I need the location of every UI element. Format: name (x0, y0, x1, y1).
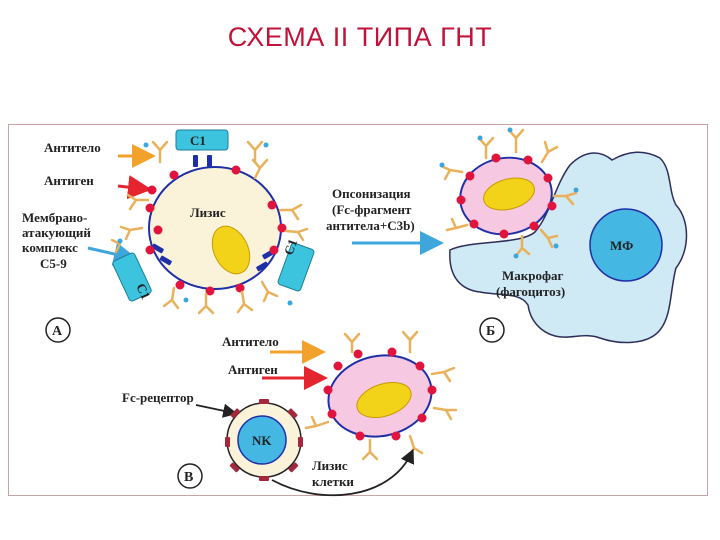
opsonization-line3: антитела+С3b) (326, 218, 415, 233)
c3b-marks-b (439, 127, 579, 259)
macrophage-body (449, 151, 688, 344)
panel-v-badge (177, 463, 203, 489)
mac-label-line3: комплекс (22, 240, 78, 255)
lysis-arrow-v (271, 448, 415, 497)
c1-label-right: С1 (281, 237, 301, 257)
nk-label: NK (252, 433, 272, 448)
diagram-frame (8, 124, 708, 496)
antigen-arrow-a (117, 175, 152, 200)
target-cell-a (148, 166, 282, 290)
antigen-dots-a (145, 165, 287, 296)
panel-b-label: Б (486, 324, 495, 339)
macrophage-line1: Макрофаг (502, 268, 563, 283)
c1-box-right (277, 242, 315, 292)
panel-v: NK Антитело Антиген Fc-рецептор Лизис кл… (122, 330, 458, 497)
c1-box-left (112, 252, 152, 302)
antibody-label-v: Антитело (222, 334, 279, 349)
nucleus-a (211, 225, 251, 275)
fc-receptor-arrow (195, 403, 238, 418)
nk-nucleus (237, 415, 287, 465)
panel-a-badge (45, 317, 71, 343)
mac-label-line2: атакующий (22, 225, 91, 240)
complement-marks-a (117, 142, 293, 306)
opsonization-line2: (Fc-фрагмент (332, 202, 412, 217)
antigen-dots-b (456, 153, 557, 239)
mac-label-line4: С5-9 (40, 256, 67, 271)
mf-label: МФ (610, 238, 633, 253)
lysis-label-v-line2: клетки (312, 474, 354, 489)
antigen-dots-v (323, 347, 437, 441)
c1-box-top (175, 129, 229, 151)
c1-label-left: С1 (133, 281, 153, 302)
antigen-label-v: Антиген (228, 362, 278, 377)
opsonization-line1: Опсонизация (332, 186, 411, 201)
lysis-label-v-line1: Лизис (312, 458, 348, 473)
nucleus-b (483, 177, 535, 211)
fc-receptors-nk (225, 399, 303, 481)
page-title: СХЕМА II ТИПА ГНТ (227, 22, 493, 52)
antibodies-a (110, 140, 309, 315)
panel-b-badge (479, 317, 505, 343)
mac-label-line1: Мембрано- (22, 210, 87, 225)
antibodies-v (304, 330, 458, 461)
fc-receptor-label: Fc-рецептор (122, 390, 194, 405)
panel-a-label: А (52, 324, 63, 339)
nucleus-v (356, 381, 412, 419)
antigen-label-a: Антиген (44, 173, 94, 188)
panel-a: Антитело Антиген Мембрано- атакующий ком… (22, 129, 315, 343)
antibody-label-a: Антитело (44, 140, 101, 155)
panel-b: МФ Опсонизация (Fc-фрагмен (326, 127, 688, 344)
macrophage-nucleus (589, 208, 663, 282)
lysis-label-a: Лизис (190, 205, 226, 220)
c1-label-top: С1 (190, 133, 206, 148)
panel-v-label: В (184, 470, 193, 485)
macrophage-line2: (фагоцитоз) (496, 284, 565, 299)
